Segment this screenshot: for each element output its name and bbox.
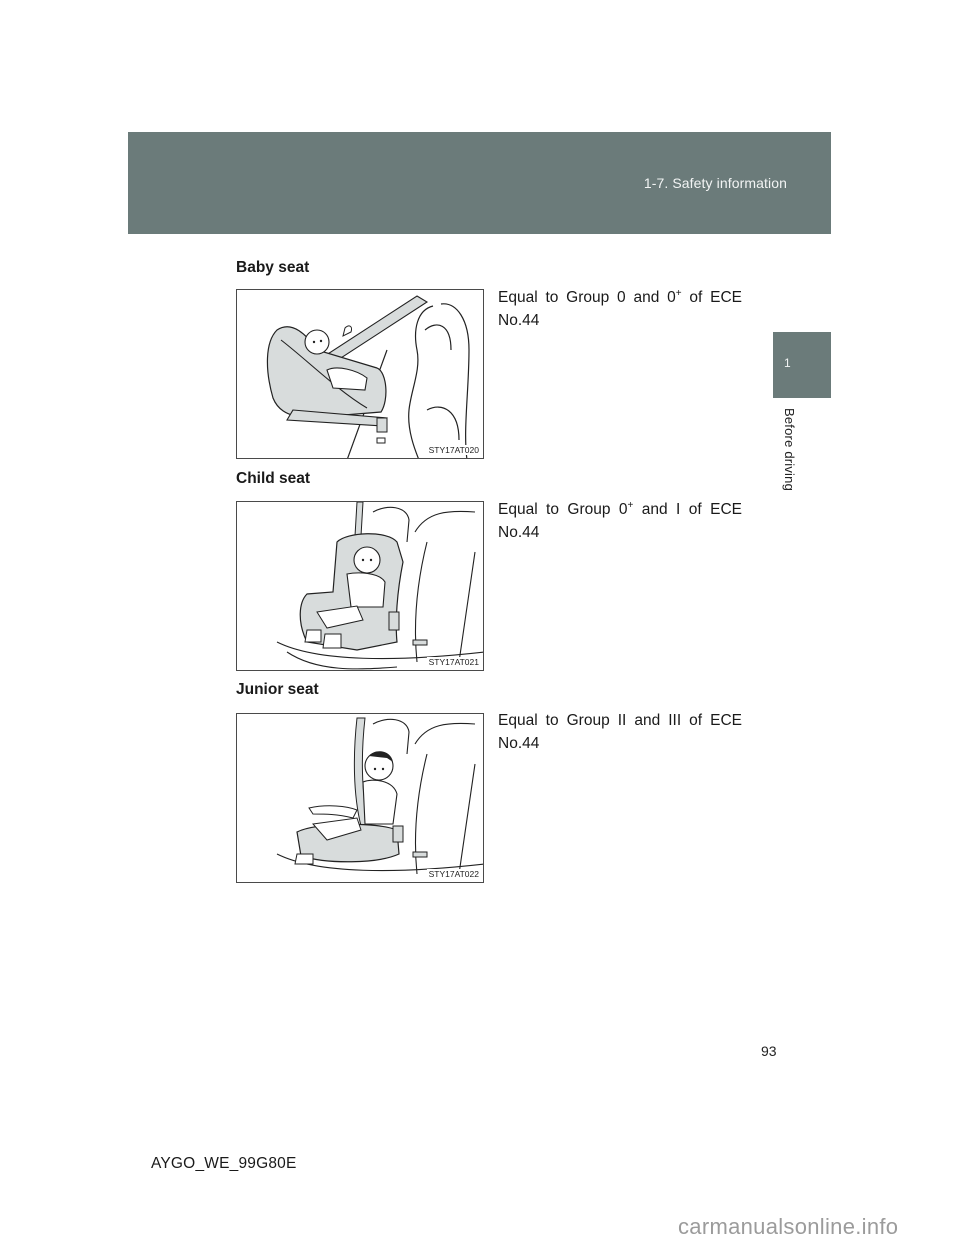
chapter-label: Before driving <box>782 408 797 492</box>
figure-baby-seat: STY17AT020 <box>236 289 484 459</box>
junior-seat-illustration-icon <box>276 717 483 875</box>
chapter-number: 1 <box>784 356 791 370</box>
chapter-tab: 1 <box>773 332 831 398</box>
desc-text: Equal to Group II and III of ECE <box>498 712 742 729</box>
desc-text: and I of ECE <box>633 501 742 518</box>
superscript-plus: + <box>627 500 634 511</box>
section-heading-junior-seat: Junior seat <box>236 681 319 698</box>
figure-junior-seat: STY17AT022 <box>236 713 484 883</box>
figure-code: STY17AT022 <box>426 869 479 879</box>
section-description-baby-seat: Equal to Group 0 and 0+ of ECE No.44 <box>498 286 742 332</box>
baby-seat-illustration-icon <box>266 295 470 458</box>
desc-text: Equal to Group 0 <box>498 501 628 518</box>
watermark: carmanualsonline.info <box>678 1214 899 1239</box>
figure-code: STY17AT020 <box>426 445 479 455</box>
child-seat-illustration-icon <box>276 502 483 670</box>
section-description-junior-seat: Equal to Group II and III of ECE No.44 <box>498 709 742 755</box>
desc-line2: No.44 <box>498 312 540 329</box>
figure-child-seat: STY17AT021 <box>236 501 484 671</box>
desc-text: of ECE <box>681 289 742 306</box>
section-heading-child-seat: Child seat <box>236 470 311 487</box>
section-title: 1-7. Safety information <box>643 175 787 191</box>
desc-line2: No.44 <box>498 524 540 541</box>
header-band: 1-7. Safety information <box>128 132 831 234</box>
document-code: AYGO_WE_99G80E <box>151 1155 297 1172</box>
page-number: 93 <box>761 1043 777 1059</box>
figure-code: STY17AT021 <box>426 657 479 667</box>
superscript-plus: + <box>675 288 682 299</box>
section-heading-baby-seat: Baby seat <box>236 259 310 276</box>
section-description-child-seat: Equal to Group 0+ and I of ECE No.44 <box>498 498 742 544</box>
desc-text: Equal to Group 0 and 0 <box>498 289 676 306</box>
desc-line2: No.44 <box>498 735 540 752</box>
